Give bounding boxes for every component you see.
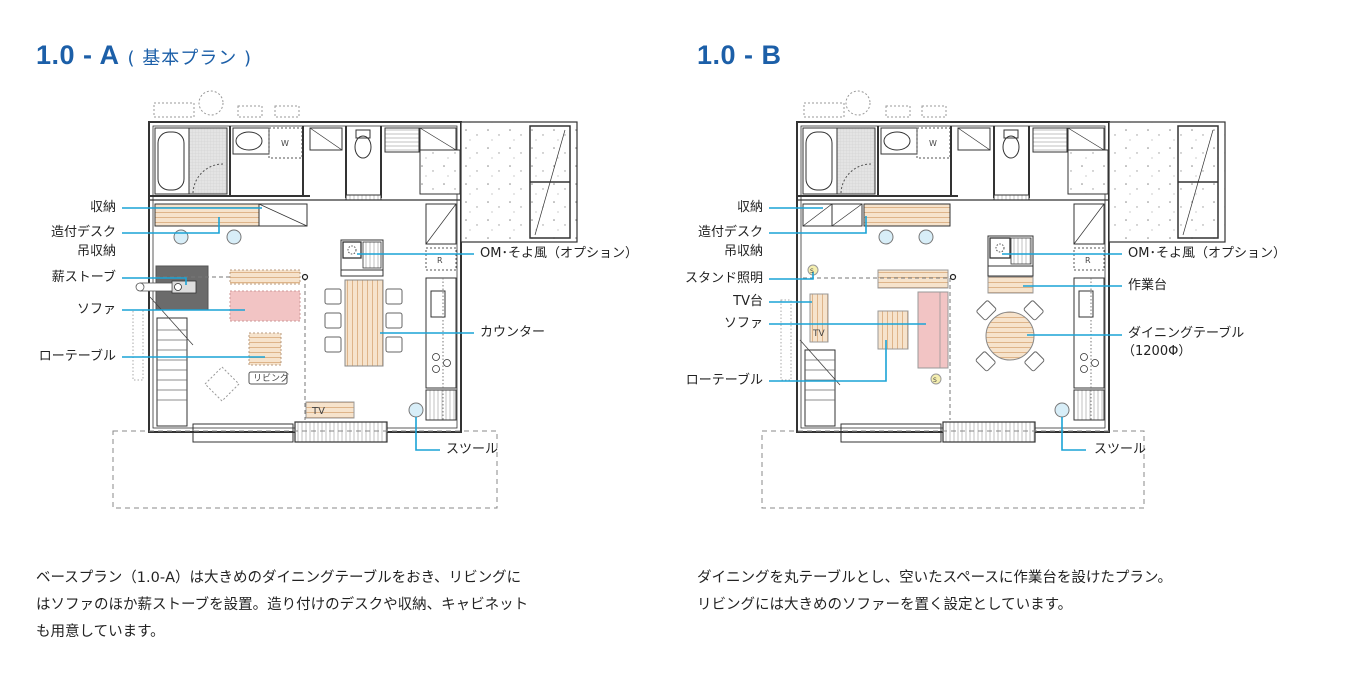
plan-a-label-hanging-storage: 吊収納	[76, 244, 116, 259]
plan-a-fridge-tag: R	[437, 256, 443, 265]
plan-b-washer-tag: W	[929, 139, 937, 148]
plan-b-fridge-tag: R	[1085, 256, 1091, 265]
plan-a-label-desk: 造付デスク	[50, 225, 116, 240]
plan-b-label-storage: 収納	[736, 200, 763, 215]
plan-a-subtitle: ( 基本プラン )	[127, 48, 253, 69]
plan-b-label-desk: 造付デスク	[697, 225, 763, 240]
plan-b-label-low-table: ローテーブル	[685, 373, 763, 388]
plan-b-description-line: リビングには大きめのソファーを置く設定としています。	[697, 597, 1073, 613]
plan-b-title: 1.0 - B	[697, 40, 782, 71]
plan-b-label-hanging-storage: 吊収納	[723, 244, 763, 259]
plan-b-label-dining-table: ダイニングテーブル	[1128, 326, 1245, 341]
plan-a-description-line: はソファのほか薪ストーブを設置。造り付けのデスクや収納、キャビネット	[36, 597, 529, 613]
plan-b-label-workbench: 作業台	[1128, 278, 1168, 293]
plan-b-label-sofa: ソファ	[723, 316, 763, 331]
plan-b-description-line: ダイニングを丸テーブルとし、空いたスペースに作業台を設けたプラン。	[697, 570, 1173, 586]
plan-b-label-om-soyokaze: OM･そよ風（オプション）	[1128, 246, 1286, 261]
plan-b-label-floor-lamp: スタンド照明	[684, 271, 763, 286]
plan-b-label-tv-stand: TV台	[733, 294, 763, 309]
plan-a-washer-tag: W	[281, 139, 289, 148]
plan-a-label-stool: スツール	[446, 442, 499, 457]
plan-a-description: ベースプラン（1.0-A）は大きめのダイニングテーブルをおき、リビングに はソフ…	[36, 565, 656, 646]
plan-a-title-number: 1.0 - A	[36, 40, 120, 70]
plan-b-lamp-tag-2: S	[933, 377, 937, 384]
plan-b-lamp-tag: S	[810, 268, 814, 275]
plan-b-description: ダイニングを丸テーブルとし、空いたスペースに作業台を設けたプラン。 リビングには…	[697, 565, 1337, 619]
plan-a-label-counter: カウンター	[480, 325, 546, 340]
plan-b-label-dining-table-size: （1200Φ）	[1122, 344, 1192, 359]
plan-b-title-number: 1.0 - B	[697, 40, 782, 70]
plan-b-tv-tag: TV	[812, 329, 825, 339]
plan-a-drawing	[112, 90, 578, 509]
plan-b-label-stool: スツール	[1094, 442, 1147, 457]
plan-a-description-line: も用意しています。	[36, 624, 165, 640]
plan-a-label-storage: 収納	[89, 200, 116, 215]
plan-a-label-wood-stove: 薪ストーブ	[51, 270, 116, 285]
plan-a-label-om-soyokaze: OM･そよ風（オプション）	[480, 246, 638, 261]
plan-a-description-line: ベースプラン（1.0-A）は大きめのダイニングテーブルをおき、リビングに	[36, 570, 522, 586]
plan-a-label-sofa: ソファ	[76, 302, 116, 317]
plan-a-title: 1.0 - A ( 基本プラン )	[36, 40, 252, 71]
plan-a-label-low-table: ローテーブル	[38, 349, 116, 364]
plan-a-living-tag: リビング	[253, 372, 289, 384]
plan-a-tv-tag: TV	[311, 406, 325, 417]
plan-b-drawing	[761, 90, 1226, 509]
